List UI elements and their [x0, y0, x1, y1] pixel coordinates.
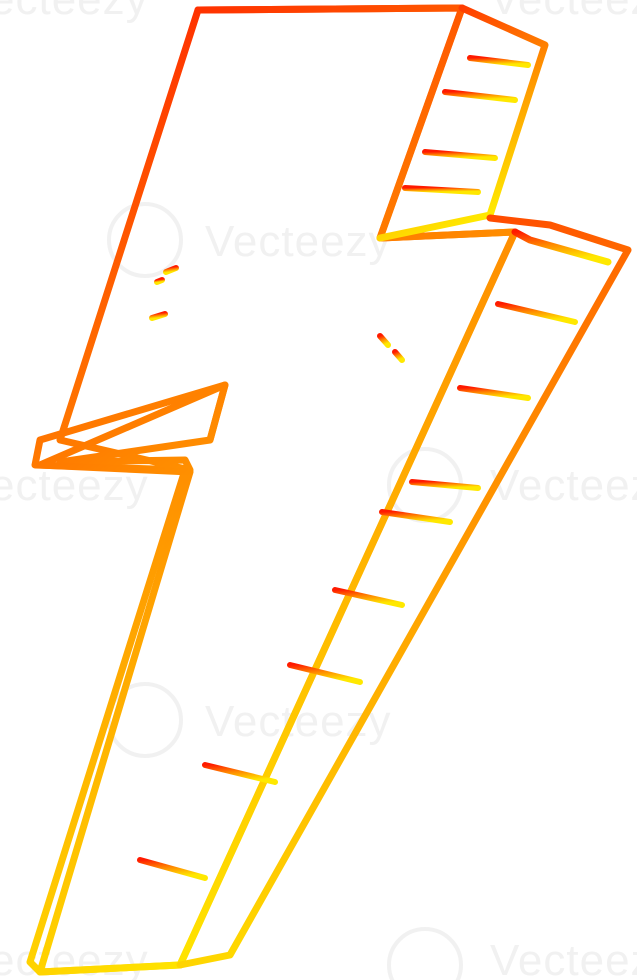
bolt-side-stripe [202, 762, 278, 785]
bolt-side-stripe [402, 185, 481, 195]
lightning-bolt-icon [26, 4, 632, 976]
bolt-side-top [376, 4, 549, 242]
bolt-side-stripe [287, 662, 363, 685]
watermark-logo [387, 927, 463, 980]
bolt-side-stripe [332, 587, 405, 608]
bolt-side-stripe [137, 857, 208, 881]
bolt-side-inner [511, 228, 612, 266]
bolt-side-stripe [409, 479, 481, 491]
watermark-logo [107, 202, 183, 278]
shine-mark [163, 265, 179, 275]
watermark-text: Vecteezy [490, 936, 637, 980]
bolt-side-stripe [467, 55, 531, 68]
shine-mark [392, 349, 405, 363]
watermark-text: Vecteezy [490, 0, 637, 24]
bolt-front-face [36, 4, 519, 976]
bolt-side-stripe [442, 89, 518, 103]
bolt-side-stripe [495, 301, 578, 325]
watermark-text: Vecteezy [205, 217, 392, 266]
shine-mark [149, 311, 168, 321]
watermark-text: ecteezy [0, 0, 149, 24]
shine-mark [154, 277, 165, 285]
bolt-side-stripe [379, 509, 453, 525]
bolt-side-stripe [422, 149, 498, 161]
shine-mark [377, 333, 391, 348]
bolt-side-stripe [457, 385, 531, 401]
watermark-text: Vecteezy [490, 461, 637, 510]
bolt-side-bottom [176, 214, 632, 969]
